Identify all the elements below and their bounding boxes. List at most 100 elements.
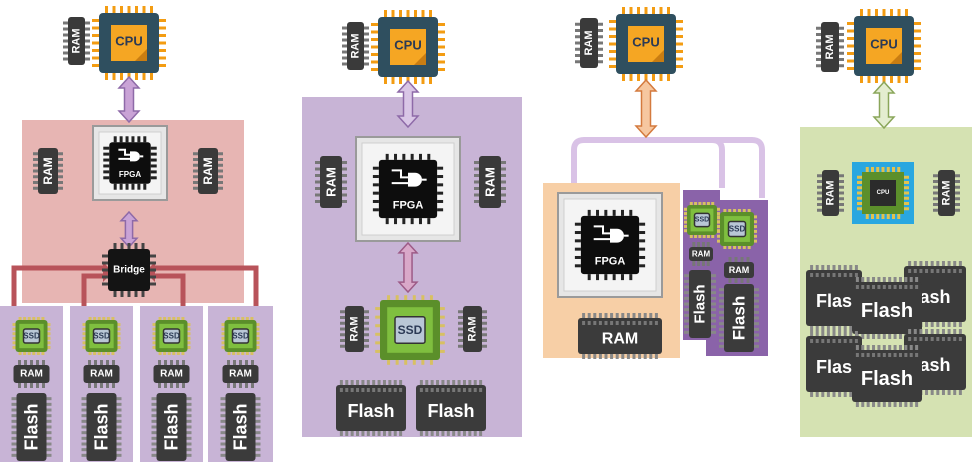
ssd-label: SSD	[23, 332, 40, 341]
ssd-controller-icon: SSD	[375, 295, 445, 365]
ram-chip-icon: RAM	[222, 360, 259, 388]
flash-label: ash	[919, 355, 950, 375]
fpga-chip-icon: FPGA	[355, 136, 461, 242]
flash-label: Flash	[162, 403, 182, 450]
ssd-controller-icon: SSD	[717, 209, 757, 249]
ram-label: RAM	[349, 316, 361, 341]
flash-label: Flash	[22, 403, 42, 450]
integrated-chip-label: CPU	[877, 190, 890, 196]
ram-label: RAM	[201, 157, 215, 184]
ram-label: RAM	[941, 180, 953, 205]
fpga-label: FPGA	[119, 170, 141, 179]
ssd-label: SSD	[163, 332, 180, 341]
bridge-label: Bridge	[113, 265, 145, 276]
flash-chip-icon: Flash	[81, 393, 122, 461]
flash-label: Flash	[861, 300, 913, 322]
ram-chip-icon: RAM	[342, 22, 369, 70]
ssd-label: SSD	[93, 332, 110, 341]
fpga-chip-icon: FPGA	[557, 192, 663, 298]
flash-chip-icon: Flash	[684, 270, 716, 338]
ram-chip-icon: RAM	[474, 156, 506, 208]
cpu-label: CPU	[870, 37, 897, 52]
cpu-icon: CPU	[847, 9, 921, 83]
flash-chip-icon: Flash	[151, 393, 192, 461]
ram-label: RAM	[825, 180, 837, 205]
cpu-icon: CPU	[92, 6, 166, 80]
integrated-ssd-chip-icon: CPU	[852, 162, 914, 224]
double-arrow-icon	[634, 78, 658, 139]
ssd-controller-icon: SSD	[152, 317, 191, 355]
ram-label: RAM	[324, 167, 339, 197]
flash-chip-icon: Flash	[220, 393, 261, 461]
ram-chip-icon: RAM	[817, 170, 844, 216]
flash-chip-icon: Flash	[11, 393, 52, 461]
flash-chip-icon: Flash	[336, 380, 406, 436]
flash-chip-icon: Flas	[806, 265, 862, 331]
double-arrow-icon	[872, 80, 896, 130]
ram-chip-icon: RAM	[13, 360, 50, 388]
ssd-controller-icon: SSD	[221, 317, 260, 355]
cpu-label: CPU	[632, 35, 659, 50]
ram-chip-icon: RAM	[689, 242, 713, 266]
ram-chip-icon: RAM	[153, 360, 190, 388]
ram-chip-icon: RAM	[575, 18, 603, 68]
ram-chip-icon: RAM	[33, 148, 63, 194]
fpga-label: FPGA	[393, 199, 424, 211]
flash-label: Flash	[347, 401, 394, 421]
flash-chip-icon: Flash	[719, 284, 759, 352]
ram-label: RAM	[90, 369, 113, 380]
ram-label: RAM	[229, 369, 252, 380]
ssd-controller-icon: SSD	[82, 317, 121, 355]
ssd-label: SSD	[695, 217, 709, 224]
ram-label: RAM	[583, 30, 595, 55]
ssd-controller-icon: SSD	[12, 317, 51, 355]
ram-label: RAM	[483, 167, 498, 197]
flash-chip-icon: Flash	[852, 345, 922, 407]
cpu-icon: CPU	[371, 10, 445, 84]
flash-label: Flash	[730, 296, 749, 340]
cpu-label: CPU	[115, 34, 142, 49]
flash-label: Flash	[92, 403, 112, 450]
flash-chip-icon: Flash	[416, 380, 486, 436]
ram-label: RAM	[729, 265, 750, 275]
flash-label: Flas	[816, 291, 852, 311]
double-arrow-icon	[397, 241, 419, 294]
flash-label: Flash	[231, 403, 251, 450]
ssd-label: SSD	[398, 323, 423, 337]
ram-label: RAM	[350, 33, 362, 58]
cpu-label: CPU	[394, 38, 421, 53]
ssd-label: SSD	[232, 332, 249, 341]
fpga-chip-icon: FPGA	[92, 125, 168, 201]
flash-label: Flash	[692, 284, 709, 323]
ram-label: RAM	[20, 369, 43, 380]
ram-chip-icon: RAM	[933, 170, 960, 216]
ram-chip-icon: RAM	[458, 306, 487, 352]
ssd-controller-icon: SSD	[684, 202, 720, 238]
cpu-icon: CPU	[609, 7, 683, 81]
ram-label: RAM	[692, 250, 711, 259]
ram-label: RAM	[467, 316, 479, 341]
bridge-chip-icon: Bridge	[102, 243, 156, 297]
fpga-label: FPGA	[595, 255, 626, 267]
flash-chip-icon: Flash	[852, 277, 922, 339]
ram-chip-icon: RAM	[193, 148, 223, 194]
ram-label: RAM	[41, 157, 55, 184]
ram-label: RAM	[160, 369, 183, 380]
ram-chip-icon: RAM	[83, 360, 120, 388]
ram-label: RAM	[71, 28, 83, 53]
double-arrow-icon	[117, 75, 141, 124]
ssd-label: SSD	[729, 225, 746, 234]
double-arrow-icon	[396, 79, 420, 129]
flash-label: Flas	[816, 357, 852, 377]
ram-chip-icon: RAM	[315, 156, 347, 208]
panel3-bus-lines	[571, 137, 765, 198]
flash-chip-icon: Flas	[806, 331, 862, 397]
flash-label: ash	[919, 287, 950, 307]
ram-chip-icon: RAM	[340, 306, 369, 352]
ram-chip-icon: RAM	[724, 257, 754, 283]
flash-label: RAM	[602, 331, 638, 348]
ram-chip-icon: RAM	[816, 22, 844, 72]
ram-label: RAM	[824, 34, 836, 59]
ram-chip-icon: RAM	[63, 17, 90, 65]
